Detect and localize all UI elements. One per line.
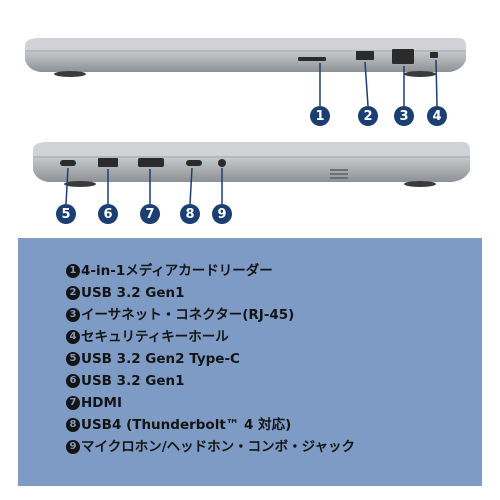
item-number: 5 bbox=[66, 352, 80, 366]
laptop-left-side bbox=[33, 142, 470, 187]
usb-c-port bbox=[60, 160, 76, 166]
item-label: マイクロホン/ヘッドホン・コンボ・ジャック bbox=[81, 439, 355, 455]
security-keyhole bbox=[430, 52, 438, 58]
callout-5: 5 bbox=[56, 204, 76, 224]
item-number: 6 bbox=[66, 374, 80, 388]
item-number: 8 bbox=[66, 418, 80, 432]
callout-7: 7 bbox=[140, 204, 160, 224]
audio-jack bbox=[218, 159, 226, 167]
laptop-side-views bbox=[25, 38, 470, 205]
usb4-port bbox=[186, 160, 202, 166]
item-number: 9 bbox=[66, 440, 80, 454]
card-reader-slot bbox=[298, 57, 326, 61]
item-label: USB 3.2 Gen1 bbox=[81, 373, 185, 389]
callout-6: 6 bbox=[98, 204, 118, 224]
hdmi-port bbox=[138, 158, 164, 167]
ethernet-port bbox=[392, 49, 414, 64]
callout-9: 9 bbox=[212, 204, 232, 224]
item-number: 3 bbox=[66, 308, 80, 322]
callout-1: 1 bbox=[310, 106, 330, 126]
item-label: USB 3.2 Gen1 bbox=[81, 285, 185, 301]
item-label: イーサネット・コネクター(RJ-45) bbox=[81, 307, 295, 323]
item-label: USB 3.2 Gen2 Type-C bbox=[81, 351, 240, 367]
callout-3: 3 bbox=[394, 106, 414, 126]
item-label: 4-in-1メディアカードリーダー bbox=[81, 263, 273, 279]
item-label: セキュリティキーホール bbox=[81, 329, 229, 345]
item-number: 1 bbox=[66, 264, 80, 278]
callout-8: 8 bbox=[180, 204, 200, 224]
laptop-right-side bbox=[25, 38, 466, 77]
item-number: 2 bbox=[66, 286, 80, 300]
usb-a-port-left bbox=[98, 158, 118, 167]
usb-a-port bbox=[356, 51, 374, 60]
item-number: 4 bbox=[66, 330, 80, 344]
callout-2: 2 bbox=[358, 106, 378, 126]
callout-4: 4 bbox=[427, 106, 447, 126]
item-number: 7 bbox=[66, 396, 80, 410]
item-label: HDMI bbox=[81, 395, 122, 411]
item-label: USB4 (Thunderbolt™ 4 対応) bbox=[81, 417, 292, 433]
